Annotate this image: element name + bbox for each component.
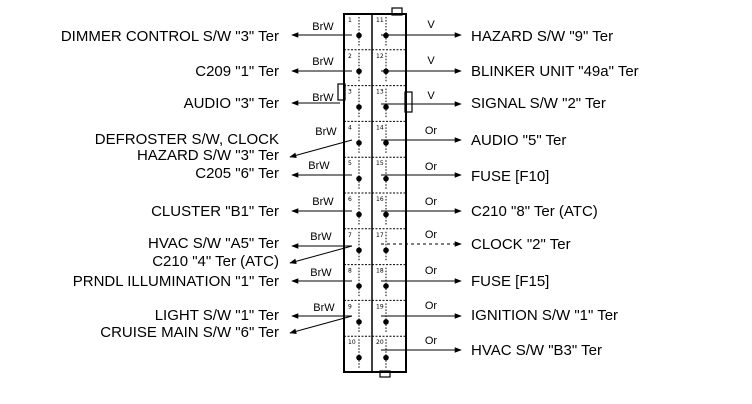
left-wires <box>289 32 353 335</box>
left-wire <box>289 315 353 335</box>
right-wire-code: Or <box>425 229 438 241</box>
pin-number: 12 <box>376 53 384 60</box>
pin-number: 2 <box>348 53 352 60</box>
left-wire-code: BrW <box>312 21 334 33</box>
left-label-cluster: CLUSTER "B1" Ter <box>151 203 279 220</box>
right-label-c210: C210 "8" Ter (ATC) <box>471 203 598 220</box>
left-label-c205: C205 "6" Ter <box>195 165 279 182</box>
pin-number: 14 <box>376 124 384 131</box>
right-label-hazard: HAZARD S/W "9" Ter <box>471 28 613 45</box>
left-label-light-line2: CRUISE MAIN S/W "6" Ter <box>100 324 279 341</box>
connector-tab-top <box>391 7 403 16</box>
left-wire-code: BrW <box>315 126 337 138</box>
pin-number: 7 <box>348 232 352 239</box>
right-circuits: HAZARD S/W "9" Ter BLINKER UNIT "49a" Te… <box>471 28 639 359</box>
left-label-light-line1: LIGHT S/W "1" Ter <box>155 307 279 324</box>
left-circuits: DIMMER CONTROL S/W "3" Ter C209 "1" Ter … <box>61 28 279 341</box>
pin-number: 15 <box>376 160 384 167</box>
connector-tab-bottom <box>379 370 391 378</box>
left-wire-code: BrW <box>310 231 332 243</box>
pin-number: 5 <box>348 160 352 167</box>
right-wire-code: Or <box>425 265 438 277</box>
pin-number: 20 <box>376 339 384 346</box>
pin-number: 4 <box>348 124 352 131</box>
left-label-audio: AUDIO "3" Ter <box>184 95 279 112</box>
left-wire-code: BrW <box>312 92 334 104</box>
left-wire-codes: BrW BrW BrW BrW BrW BrW BrW BrW BrW <box>308 21 337 314</box>
left-label-hvac-line1: HVAC S/W "A5" Ter <box>148 235 279 252</box>
left-label-dimmer: DIMMER CONTROL S/W "3" Ter <box>61 28 279 45</box>
right-label-hvac: HVAC S/W "B3" Ter <box>471 342 602 359</box>
left-wire-code: BrW <box>310 267 332 279</box>
pin-number: 6 <box>348 196 352 203</box>
pin-number: 18 <box>376 268 384 275</box>
right-label-signal: SIGNAL S/W "2" Ter <box>471 95 606 112</box>
right-wire-code: V <box>427 55 435 67</box>
right-wire-code: Or <box>425 300 438 312</box>
left-wire <box>289 139 353 159</box>
right-wire-code: V <box>427 19 435 31</box>
left-wire-code: BrW <box>313 302 335 314</box>
left-wire <box>289 245 353 265</box>
right-label-fuse-f10: FUSE [F10] <box>471 168 549 185</box>
right-wire-codes: V V V Or Or Or Or Or Or Or <box>425 19 438 347</box>
connector-latch-right <box>404 91 413 113</box>
pin-number: 3 <box>348 89 352 96</box>
right-label-ignition: IGNITION S/W "1" Ter <box>471 307 618 324</box>
left-wire-code: BrW <box>308 160 330 172</box>
left-wire-code: BrW <box>312 196 334 208</box>
right-label-audio: AUDIO "5" Ter <box>471 132 566 149</box>
right-label-fuse-f15: FUSE [F15] <box>471 273 549 290</box>
left-label-defroster-line2: HAZARD S/W "3" Ter <box>137 147 279 164</box>
left-label-hvac-line2: C210 "4" Ter (ATC) <box>152 253 279 270</box>
pin-number: 11 <box>376 17 384 24</box>
right-wire-code: Or <box>425 125 438 137</box>
left-label-prndl: PRNDL ILLUMINATION "1" Ter <box>73 273 279 290</box>
pin-number: 10 <box>348 339 356 346</box>
pin-number: 17 <box>376 232 384 239</box>
pin-number: 13 <box>376 89 384 96</box>
right-wire-code: Or <box>425 161 438 173</box>
left-label-c209: C209 "1" Ter <box>195 63 279 80</box>
right-label-blinker: BLINKER UNIT "49a" Ter <box>471 63 639 80</box>
right-wire-code: Or <box>425 335 438 347</box>
left-wire-code: BrW <box>312 56 334 68</box>
connector-latch-left <box>337 83 346 101</box>
right-label-clock: CLOCK "2" Ter <box>471 236 571 253</box>
right-wires <box>381 32 462 353</box>
right-wire-code: Or <box>425 196 438 208</box>
pin-number: 16 <box>376 196 384 203</box>
pin-number: 8 <box>348 268 352 275</box>
pin-number: 19 <box>376 303 384 310</box>
right-wire-code: V <box>427 90 435 102</box>
left-label-defroster-line1: DEFROSTER S/W, CLOCK <box>95 131 279 148</box>
pin-number: 9 <box>348 303 352 310</box>
pin-number: 1 <box>348 17 352 24</box>
